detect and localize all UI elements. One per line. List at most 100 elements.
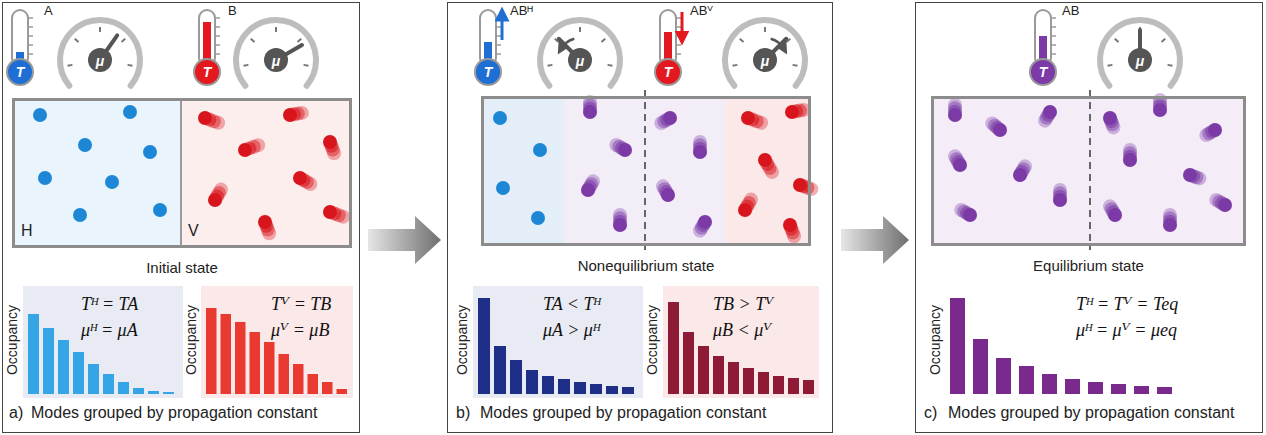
- particle: [198, 111, 225, 130]
- region-fill: [663, 286, 819, 398]
- occupancy-bar: [221, 314, 232, 394]
- gauge-tick: [1115, 39, 1119, 42]
- occupancy-bar: [773, 376, 784, 394]
- thermometer-bulb: [7, 59, 33, 85]
- occupancy-bar: [293, 364, 304, 394]
- gauge-hub: [1128, 48, 1152, 72]
- particle: [693, 135, 707, 159]
- bar-series: [206, 308, 347, 394]
- particle-dot: [963, 208, 977, 222]
- symbol-label: μ: [761, 54, 769, 68]
- axis-label: Occupancy: [928, 305, 942, 375]
- equation-text: μB < μⱽ: [713, 320, 771, 342]
- thermometer-bulb: [475, 59, 501, 85]
- region-fill: [931, 96, 1246, 246]
- thermometer-tick: [496, 53, 501, 55]
- particle: [1103, 111, 1120, 134]
- particle: [73, 208, 87, 222]
- equation-text: TB > Tⱽ: [713, 294, 773, 316]
- thermometer-tick: [28, 44, 33, 46]
- gas-box: Nonequilibrium state: [481, 96, 811, 246]
- gas-box: Initial stateHV: [12, 98, 352, 248]
- particle: [785, 103, 811, 119]
- particle-dot: [1183, 168, 1197, 182]
- thermometer-tick: [28, 53, 33, 55]
- occupancy-bar: [308, 374, 319, 394]
- occupancy-bar: [698, 346, 709, 394]
- thermometer-tick: [1051, 17, 1056, 19]
- thermometer-tick: [1051, 35, 1056, 37]
- gauge: [1100, 20, 1180, 86]
- thermometer-tick: [676, 44, 681, 46]
- particle-dot: [1218, 198, 1232, 212]
- particle: [238, 138, 265, 157]
- gauge-tick: [579, 27, 581, 32]
- particle-dot: [33, 108, 47, 122]
- panel: b)Modes grouped by propagation constantN…: [447, 2, 833, 433]
- particle: [105, 175, 119, 189]
- occupancy-bar: [728, 362, 739, 394]
- change-arrow: [561, 39, 574, 49]
- axis-label: Occupancy: [5, 305, 19, 375]
- gauge-tick: [68, 64, 73, 67]
- particle-dot: [1163, 218, 1177, 232]
- gauge-tick: [121, 39, 125, 42]
- particle-dot: [73, 208, 87, 222]
- thermometer-tick: [215, 17, 220, 19]
- gauge-tick: [297, 39, 301, 42]
- gauge-dial: [725, 20, 805, 86]
- particle: [1163, 208, 1177, 232]
- occupancy-bar: [58, 340, 69, 394]
- particle: [78, 138, 92, 152]
- gauge-tick: [608, 64, 613, 67]
- particle: [783, 218, 801, 243]
- state-caption: Equilibrium state: [934, 257, 1243, 275]
- occupancy-bar: [996, 358, 1011, 394]
- gauge-tick: [128, 64, 133, 67]
- particle: [123, 105, 137, 119]
- particle-dot: [1123, 153, 1137, 167]
- particle-dot: [663, 111, 677, 125]
- occupancy-bar: [526, 370, 538, 394]
- particle-dot: [283, 108, 297, 122]
- particle: [33, 108, 47, 122]
- particle-dot: [793, 178, 807, 192]
- gauge-dial: [236, 20, 316, 86]
- particle-dot: [143, 145, 157, 159]
- particle: [758, 153, 779, 179]
- instrument-label: A: [44, 4, 53, 17]
- particle: [208, 183, 228, 207]
- equation-text: μA > μᴴ: [543, 320, 599, 342]
- gauge-tick: [548, 64, 553, 67]
- thermometer-tick: [496, 26, 501, 28]
- occupancy-bar: [574, 382, 586, 394]
- occupancy-bar: [1019, 366, 1034, 394]
- particle: [1123, 143, 1137, 167]
- occupancy-bar: [148, 391, 159, 394]
- particle-dot: [323, 135, 337, 149]
- particle: [1038, 105, 1057, 128]
- gauge-tick: [601, 39, 605, 42]
- node-text: a): [9, 403, 23, 422]
- particle: [954, 203, 977, 222]
- particle: [948, 149, 967, 172]
- thermometer-tick: [496, 35, 501, 37]
- occupancy-bar: [1134, 386, 1149, 394]
- occupancy-bar: [88, 364, 99, 394]
- particle-dot: [1043, 105, 1057, 119]
- change-arrow: [771, 39, 784, 49]
- thermometer-tick: [215, 53, 220, 55]
- particle: [153, 203, 167, 217]
- particle: [493, 111, 507, 125]
- particle: [741, 111, 768, 130]
- occupancy-chart: TA < TᴴμA > μᴴ: [473, 286, 643, 398]
- divider-dashed: [644, 90, 646, 250]
- particle: [531, 211, 545, 225]
- instrument-label: ABᴴ: [510, 4, 533, 17]
- gauge: [60, 20, 140, 86]
- gauge-dial: [1100, 20, 1180, 86]
- flow-arrow: [368, 216, 441, 264]
- occupancy-bar: [622, 387, 634, 394]
- occupancy-bar: [206, 308, 217, 394]
- particle-dot: [661, 188, 675, 202]
